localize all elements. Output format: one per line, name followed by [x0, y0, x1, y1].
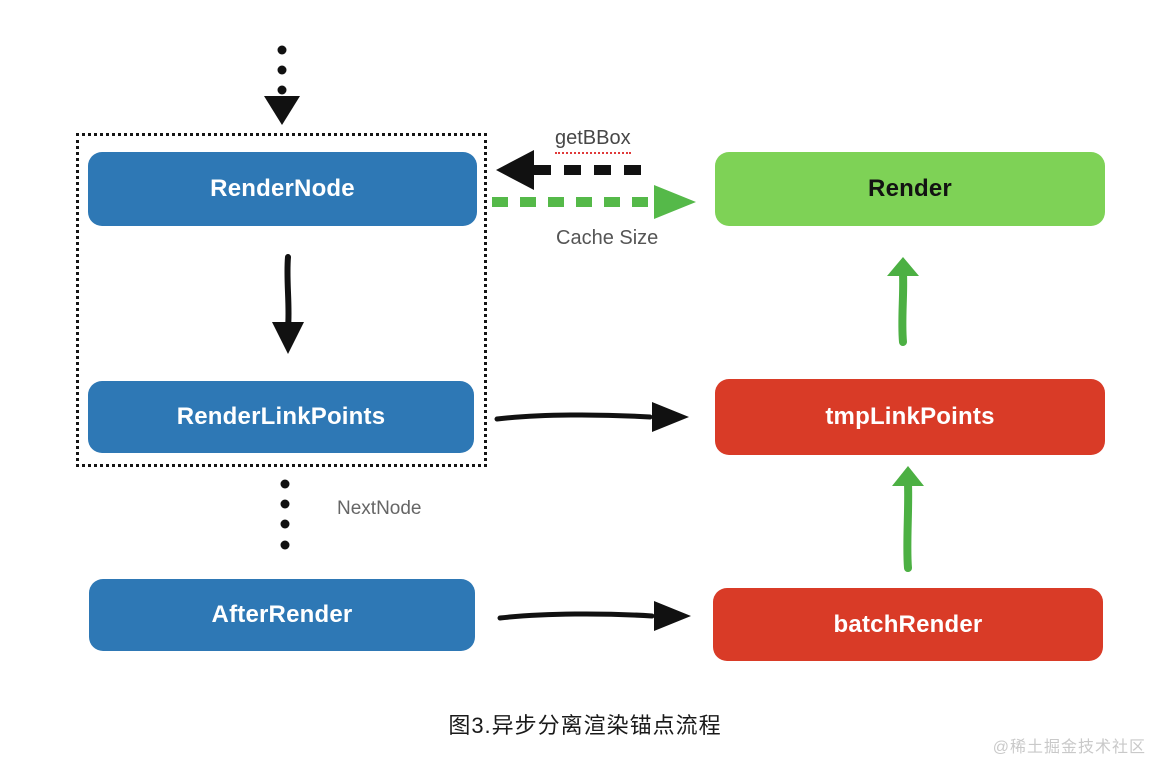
arrow-tmplinkpoints-to-render: [887, 257, 919, 346]
node-afterrender-label: AfterRender: [211, 601, 353, 628]
node-batchrender-label: batchRender: [833, 610, 983, 638]
node-render-label: Render: [868, 175, 952, 202]
arrow-rendernode-to-renderlinkpoints: [272, 254, 304, 354]
edge-label-nextnode: NextNode: [337, 498, 422, 519]
figure-caption: 图3.异步分离渲染锚点流程: [448, 713, 722, 738]
dotted-nextnode-line: [280, 479, 290, 550]
node-renderlinkpoints: RenderLinkPoints: [88, 381, 474, 453]
node-batchrender: batchRender: [713, 588, 1103, 661]
watermark-text: @稀土掘金技术社区: [992, 739, 1146, 756]
node-tmplinkpoints: tmpLinkPoints: [715, 379, 1105, 455]
node-rendernode-label: RenderNode: [210, 175, 355, 202]
edge-label-cache-size: Cache Size: [556, 227, 659, 249]
node-render: Render: [715, 152, 1105, 226]
edge-label-getbbox: getBBox: [555, 127, 631, 154]
arrow-dashed-cachesize: [492, 185, 696, 219]
node-tmplinkpoints-label: tmpLinkPoints: [825, 403, 995, 430]
node-afterrender: AfterRender: [89, 579, 475, 651]
dotted-flow-in-arrow: [264, 45, 300, 125]
arrow-renderlinkpoints-to-tmplinkpoints: [494, 402, 689, 432]
render-group-frame: [76, 133, 487, 467]
arrow-afterrender-to-batchrender: [497, 601, 691, 631]
arrow-batchrender-to-tmplinkpoints: [892, 466, 924, 572]
node-renderlinkpoints-label: RenderLinkPoints: [176, 403, 386, 430]
arrow-dashed-getbbox: [496, 150, 650, 190]
node-rendernode: RenderNode: [88, 152, 477, 226]
